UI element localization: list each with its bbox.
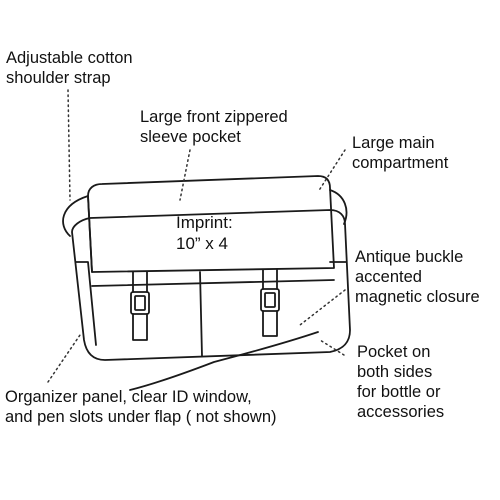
- callout-buckle: Antique buckle accented magnetic closure: [355, 247, 480, 307]
- callout-main-compartment-line-1: Large main: [352, 134, 435, 152]
- callout-imprint: Imprint: 10” x 4: [176, 212, 233, 254]
- callout-imprint-line-2: 10” x 4: [176, 234, 228, 253]
- leader-front-pocket: [179, 149, 191, 201]
- shoulder-strap-lower: [129, 331, 319, 391]
- leader-strap: [67, 89, 71, 201]
- callout-strap: Adjustable cotton shoulder strap: [6, 48, 133, 88]
- callout-organizer: Organizer panel, clear ID window, and pe…: [5, 387, 277, 427]
- callout-buckle-line-2: accented: [355, 268, 422, 286]
- callout-organizer-line-1: Organizer panel, clear ID window,: [5, 388, 252, 406]
- bag-body: [71, 209, 351, 361]
- leader-side-pocket: [319, 339, 345, 356]
- leader-main-compartment: [317, 149, 346, 193]
- buckle-strap-right: [262, 269, 278, 337]
- callout-side-pocket: Pocket on both sides for bottle or acces…: [357, 342, 444, 422]
- callout-strap-line-2: shoulder strap: [6, 69, 111, 87]
- callout-front-pocket-line-2: sleeve pocket: [140, 128, 241, 146]
- callout-side-pocket-line-3: for bottle or: [357, 383, 441, 401]
- callout-buckle-line-1: Antique buckle: [355, 248, 464, 266]
- flap-inner-edge: [87, 195, 93, 273]
- side-pocket-left: [75, 261, 97, 346]
- callout-side-pocket-line-4: accessories: [357, 403, 445, 421]
- callout-imprint-line-1: Imprint:: [176, 213, 233, 232]
- front-pocket-seam: [199, 271, 203, 357]
- callout-side-pocket-line-1: Pocket on: [357, 343, 431, 361]
- callout-main-compartment: Large main compartment: [352, 133, 448, 173]
- callout-organizer-line-2: and pen slots under flap ( not shown): [5, 408, 277, 426]
- bag-flap: [87, 175, 335, 273]
- callout-buckle-line-3: magnetic closure: [355, 288, 480, 306]
- callout-main-compartment-line-2: compartment: [352, 154, 449, 172]
- callout-front-pocket: Large front zippered sleeve pocket: [140, 107, 288, 147]
- callout-front-pocket-line-1: Large front zippered: [140, 108, 288, 126]
- callout-strap-line-1: Adjustable cotton: [6, 49, 133, 67]
- front-pocket-top: [91, 279, 335, 287]
- leader-organizer: [47, 334, 81, 383]
- buckle-strap-left: [132, 271, 148, 341]
- callout-side-pocket-line-2: both sides: [357, 363, 433, 381]
- leader-buckle: [299, 289, 346, 326]
- buckle-right: [260, 288, 280, 312]
- buckle-left: [130, 291, 150, 315]
